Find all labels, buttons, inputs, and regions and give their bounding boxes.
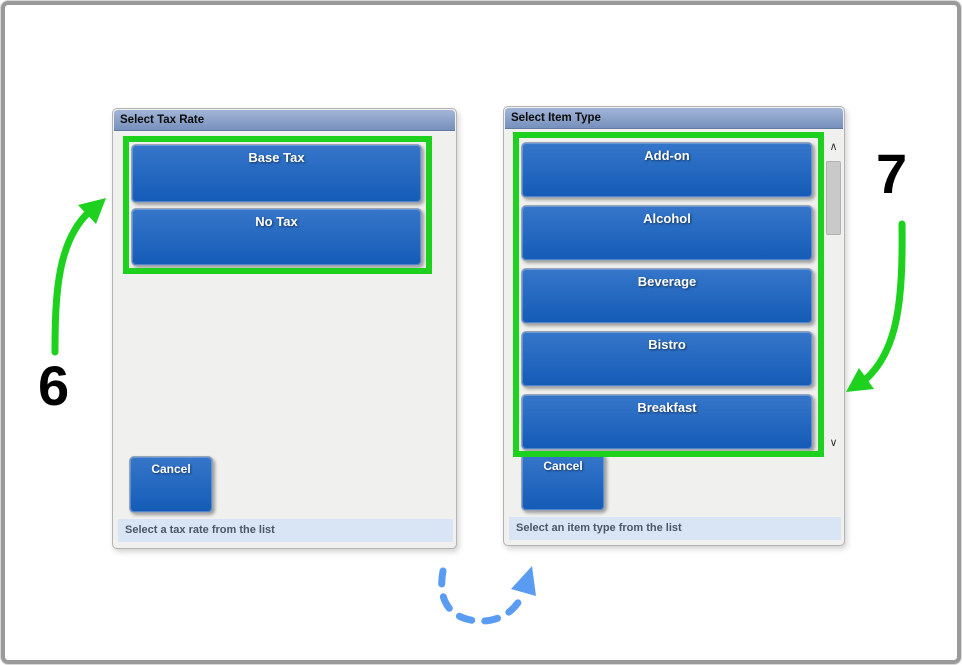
arrow-7 [846,220,906,392]
scroll-down-icon[interactable]: ∨ [829,436,838,449]
step-6-label: 6 [38,354,69,417]
tax-dialog-titlebar: Select Tax Rate [114,110,455,131]
tax-dialog-title: Select Tax Rate [120,114,205,126]
item-cancel-button[interactable]: Cancel [521,453,605,511]
item-dialog-status-bar: Select an item type from the list [509,517,841,540]
item-type-bistro-button[interactable]: Bistro [521,331,813,387]
item-dialog-title: Select Item Type [511,112,601,124]
base-tax-button[interactable]: Base Tax [131,144,422,203]
item-type-beverage-button[interactable]: Beverage [521,268,813,324]
item-list-scrollbar[interactable]: ∧ ∨ [825,140,842,450]
scroll-up-icon[interactable]: ∧ [829,140,838,153]
item-type-breakfast-button[interactable]: Breakfast [521,394,813,450]
no-tax-button[interactable]: No Tax [131,208,422,266]
select-tax-rate-dialog: Select Tax Rate Base Tax No Tax Cancel S… [112,108,457,549]
item-type-add-on-button[interactable]: Add-on [521,142,813,198]
tax-cancel-button[interactable]: Cancel [129,456,213,513]
select-item-type-dialog: Select Item Type Add-on Alcohol Beverage… [503,106,845,546]
arrow-6 [51,198,106,356]
swap-arrow [438,566,536,625]
scroll-thumb[interactable] [826,161,841,235]
tax-dialog-status-bar: Select a tax rate from the list [118,519,453,542]
item-dialog-titlebar: Select Item Type [505,108,843,129]
item-type-alcohol-button[interactable]: Alcohol [521,205,813,261]
step-7-label: 7 [876,142,907,205]
